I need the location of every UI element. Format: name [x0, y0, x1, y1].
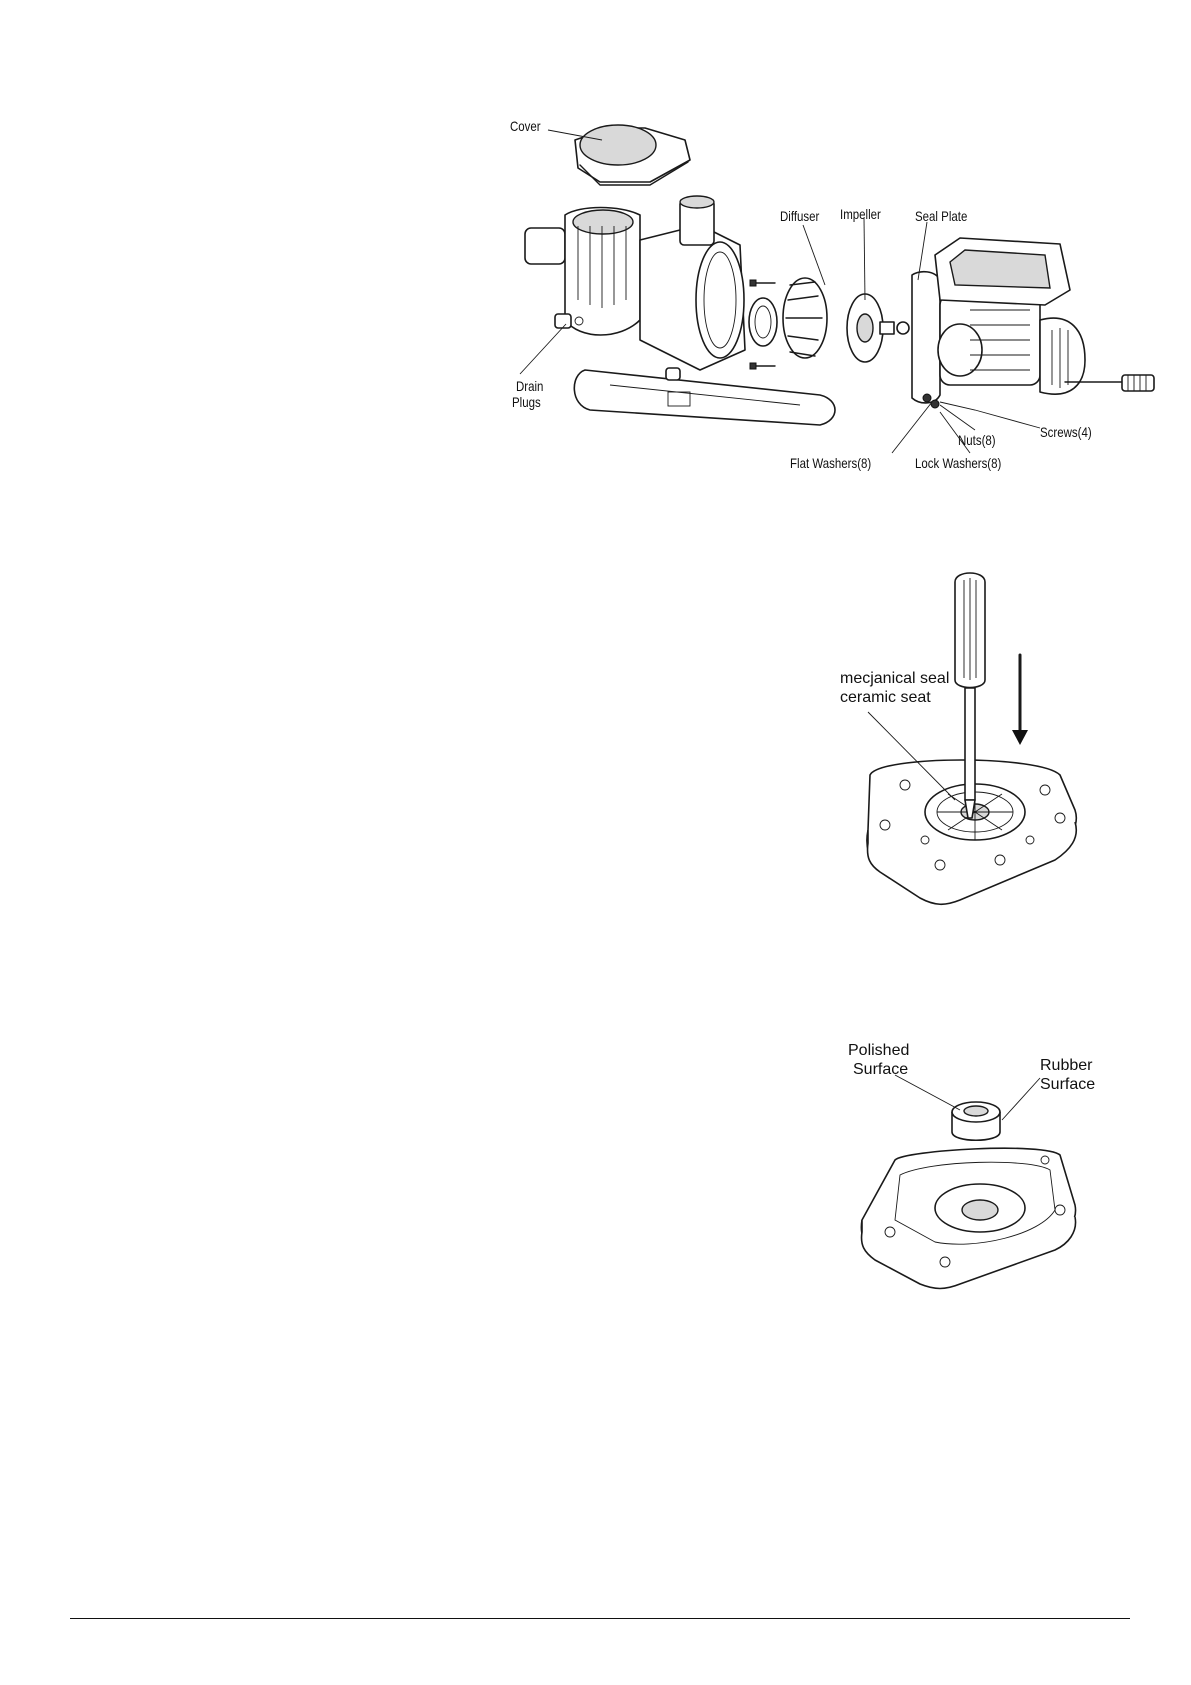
seal-surfaces-figure: Polished Surface Rubber Surface	[0, 1010, 1191, 1310]
footer-divider	[70, 1618, 1130, 1619]
rubber-surface-label-line1: Rubber	[1040, 1057, 1092, 1075]
polished-surface-label-line2: Surface	[853, 1061, 908, 1079]
impeller-label: Impeller	[840, 206, 881, 222]
seal-surfaces-drawing	[0, 1010, 1191, 1310]
drain-plugs-label-line1: Drain	[516, 378, 543, 394]
o-ring-part	[749, 298, 777, 346]
down-arrow-icon	[1012, 655, 1028, 745]
lock-washers-label: Lock Washers(8)	[915, 455, 1001, 471]
nuts-label: Nuts(8)	[958, 432, 996, 448]
seal-removal-figure: mecjanical seal ceramic seat	[0, 560, 1191, 920]
polished-leader-line	[895, 1075, 960, 1110]
mechanical-seal-label-line1: mecjanical seal	[840, 670, 949, 688]
cover-part	[575, 125, 690, 185]
seal-plate-bottom-drawing	[861, 1148, 1075, 1288]
seal-plate-label: Seal Plate	[915, 208, 967, 224]
rubber-surface-label-line2: Surface	[1040, 1076, 1095, 1094]
polished-surface-label-line1: Polished	[848, 1042, 909, 1060]
diffuser-part	[783, 278, 827, 358]
flat-washers-label: Flat Washers(8)	[790, 455, 871, 471]
cover-label: Cover	[510, 118, 541, 134]
exploded-pump-figure: Cover Diffuser Impeller Seal Plate Drain…	[0, 0, 1191, 520]
seal-removal-drawing	[0, 560, 1191, 920]
screws-label: Screws(4)	[1040, 424, 1092, 440]
exploded-pump-drawing	[0, 0, 1191, 520]
mechanical-seal-label-line2: ceramic seat	[840, 689, 931, 707]
rubber-leader-line	[1002, 1078, 1040, 1120]
motor-part	[912, 238, 1154, 408]
diffuser-label: Diffuser	[780, 208, 819, 224]
ceramic-seat-drawing	[952, 1102, 1000, 1140]
drain-plugs-label-line2: Plugs	[512, 394, 541, 410]
impeller-part	[847, 294, 909, 362]
